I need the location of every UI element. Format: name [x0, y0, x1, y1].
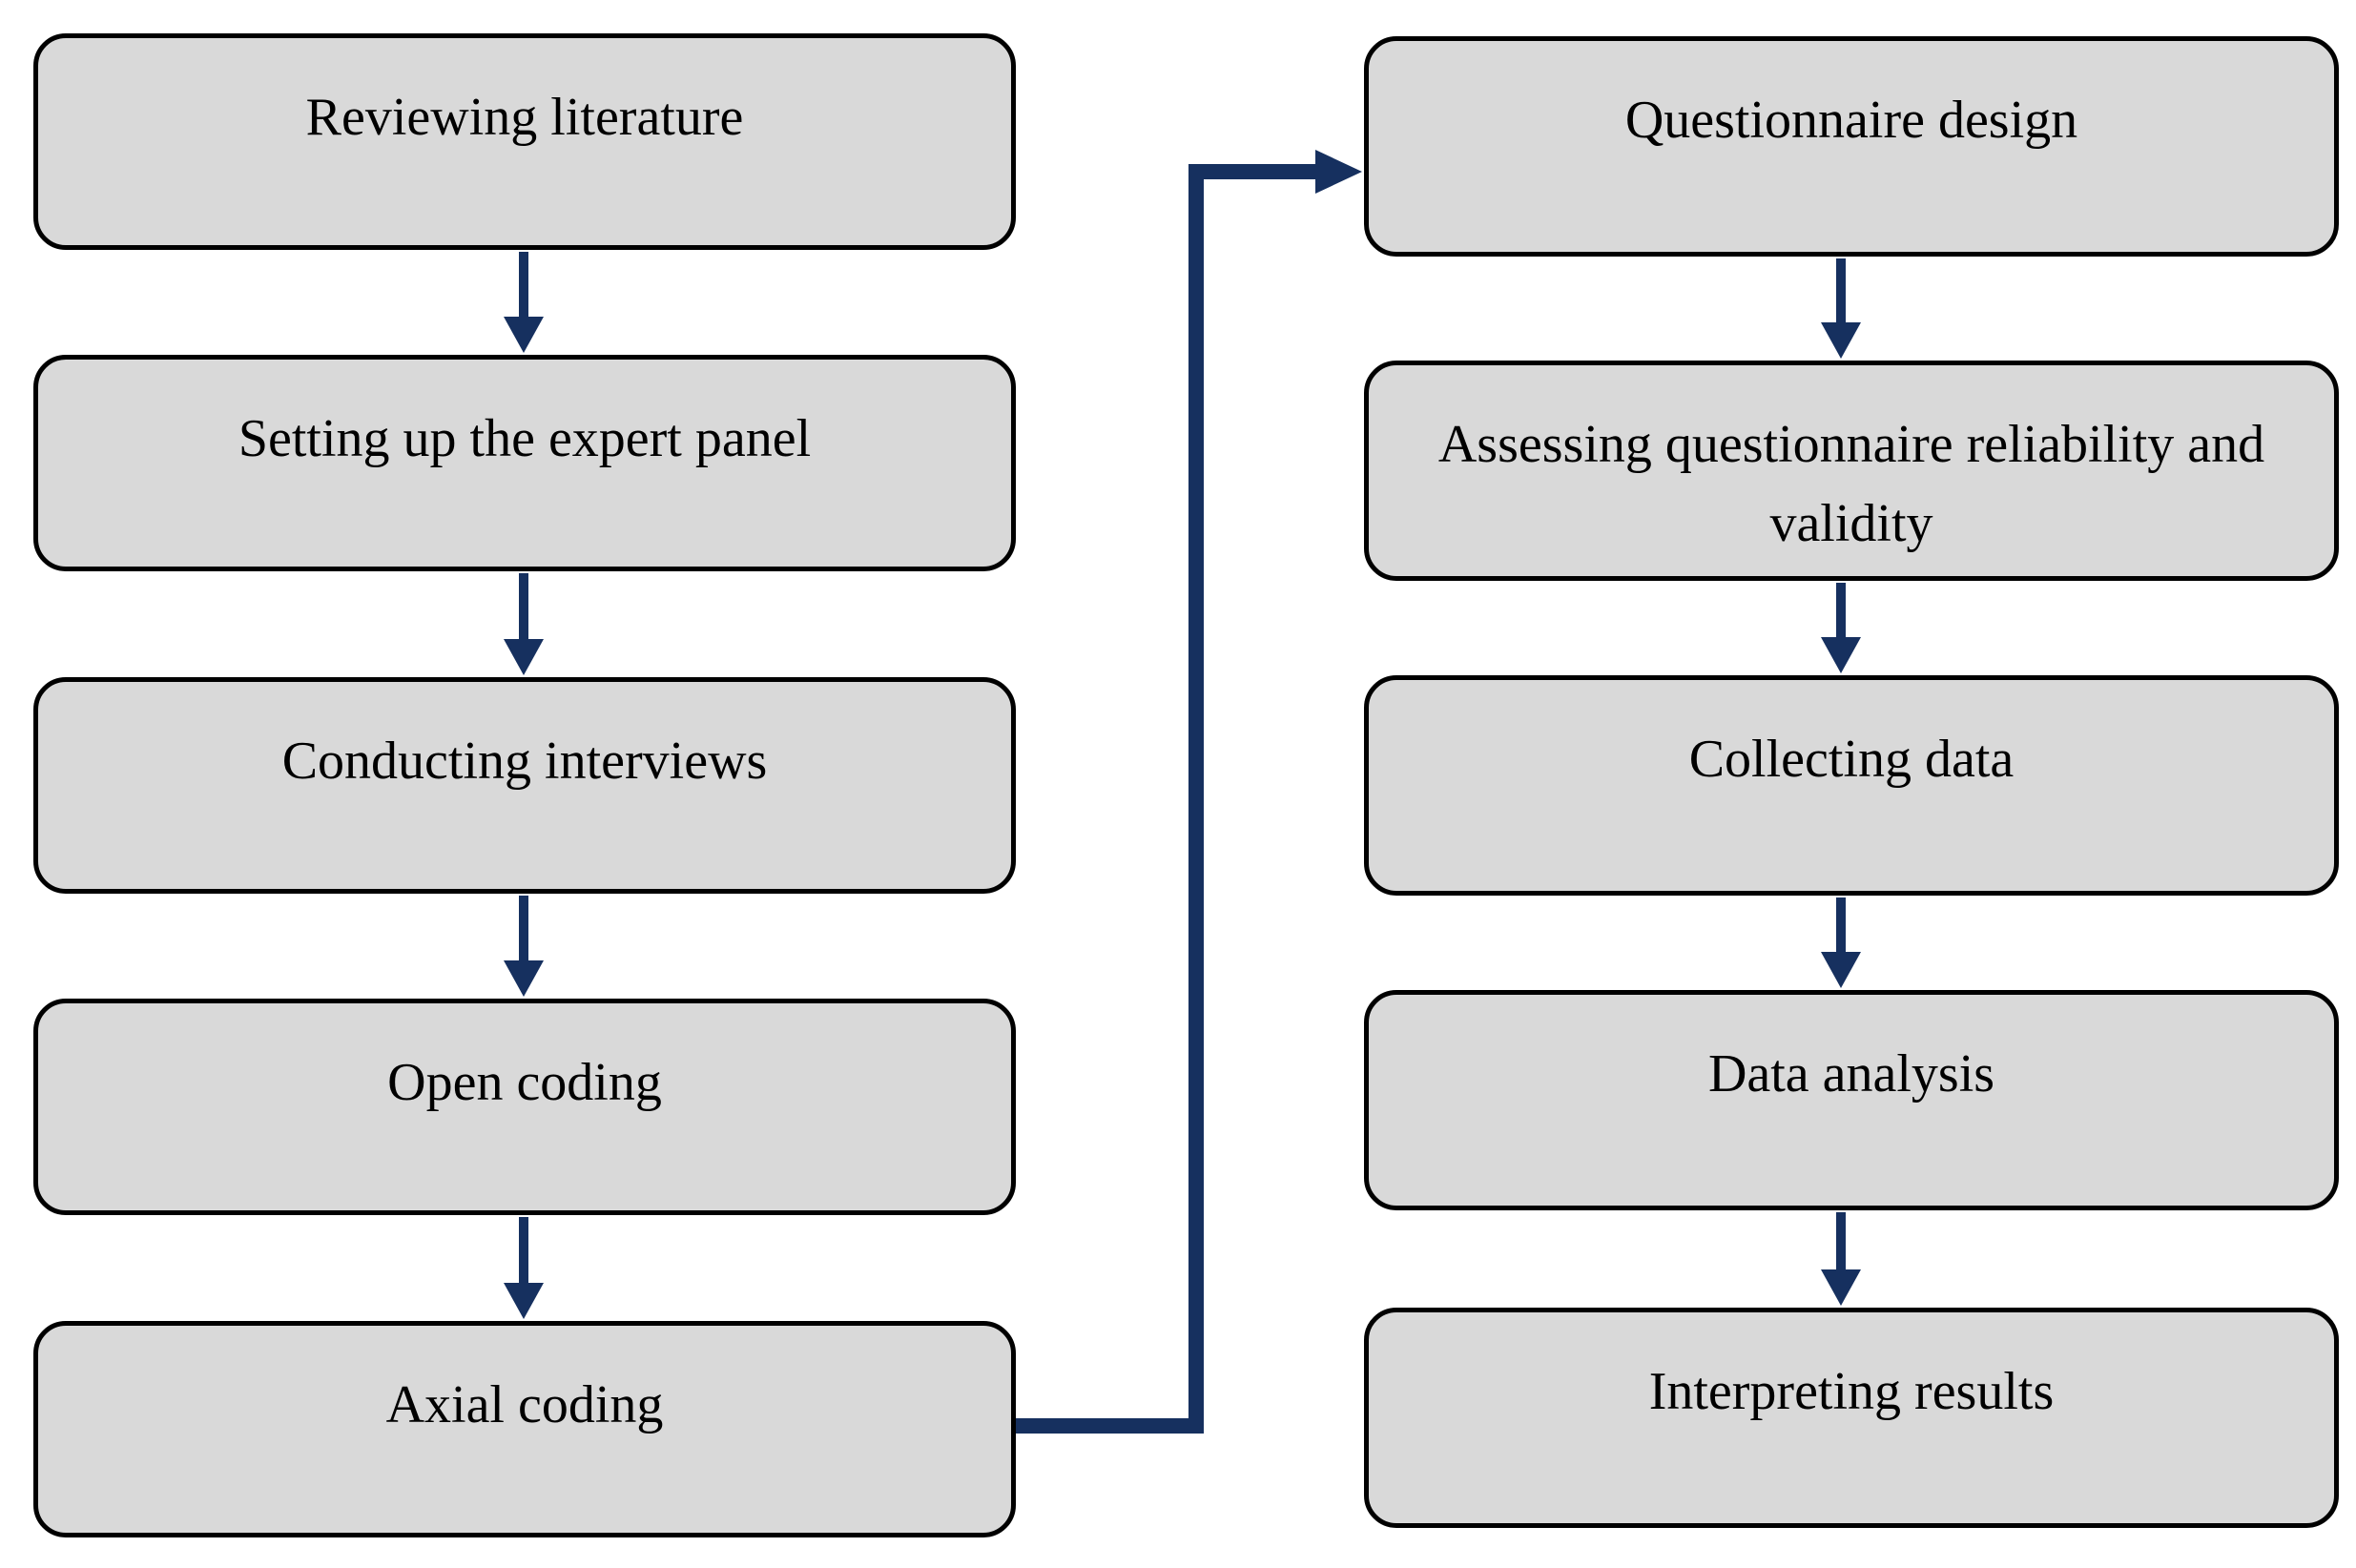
flow-box-axial-coding: Axial coding — [33, 1321, 1016, 1537]
flow-box-data-analysis: Data analysis — [1364, 990, 2339, 1210]
flow-box-label: Collecting data — [1688, 730, 2015, 789]
arrow-head-left-1 — [504, 317, 544, 353]
arrow-head-right-4 — [1821, 1269, 1861, 1306]
flow-box-label: Reviewing literature — [305, 88, 744, 147]
arrow-head-left-4 — [504, 1283, 544, 1319]
arrow-head-left-3 — [504, 960, 544, 997]
arrow-head-right-1 — [1821, 322, 1861, 359]
flow-box-conducting-interviews: Conducting interviews — [33, 677, 1016, 894]
flow-box-questionnaire-design: Questionnaire design — [1364, 36, 2339, 257]
flow-box-label: Axial coding — [385, 1375, 664, 1434]
arrow-head-right-2 — [1821, 637, 1861, 673]
connector-arrow-head — [1315, 150, 1362, 194]
flow-box-label: Conducting interviews — [281, 732, 768, 791]
flow-box-collecting-data: Collecting data — [1364, 675, 2339, 896]
flow-box-label: Assessing questionnaire reliability and … — [1437, 415, 2265, 553]
flow-box-label: Open coding — [387, 1053, 662, 1112]
flow-box-assessing-questionnaire-reliability-validity: Assessing questionnaire reliability and … — [1364, 361, 2339, 581]
flow-box-setting-up-expert-panel: Setting up the expert panel — [33, 355, 1016, 571]
flow-box-reviewing-literature: Reviewing literature — [33, 33, 1016, 250]
arrow-head-left-2 — [504, 639, 544, 675]
flow-box-label: Questionnaire design — [1624, 91, 2078, 150]
flow-box-label: Data analysis — [1707, 1044, 1995, 1104]
flow-box-interpreting-results: Interpreting results — [1364, 1308, 2339, 1528]
flow-box-label: Interpreting results — [1648, 1362, 2055, 1421]
connector-line — [1014, 164, 1315, 1434]
arrow-head-right-3 — [1821, 952, 1861, 988]
flow-box-label: Setting up the expert panel — [238, 409, 812, 468]
flow-box-open-coding: Open coding — [33, 999, 1016, 1215]
